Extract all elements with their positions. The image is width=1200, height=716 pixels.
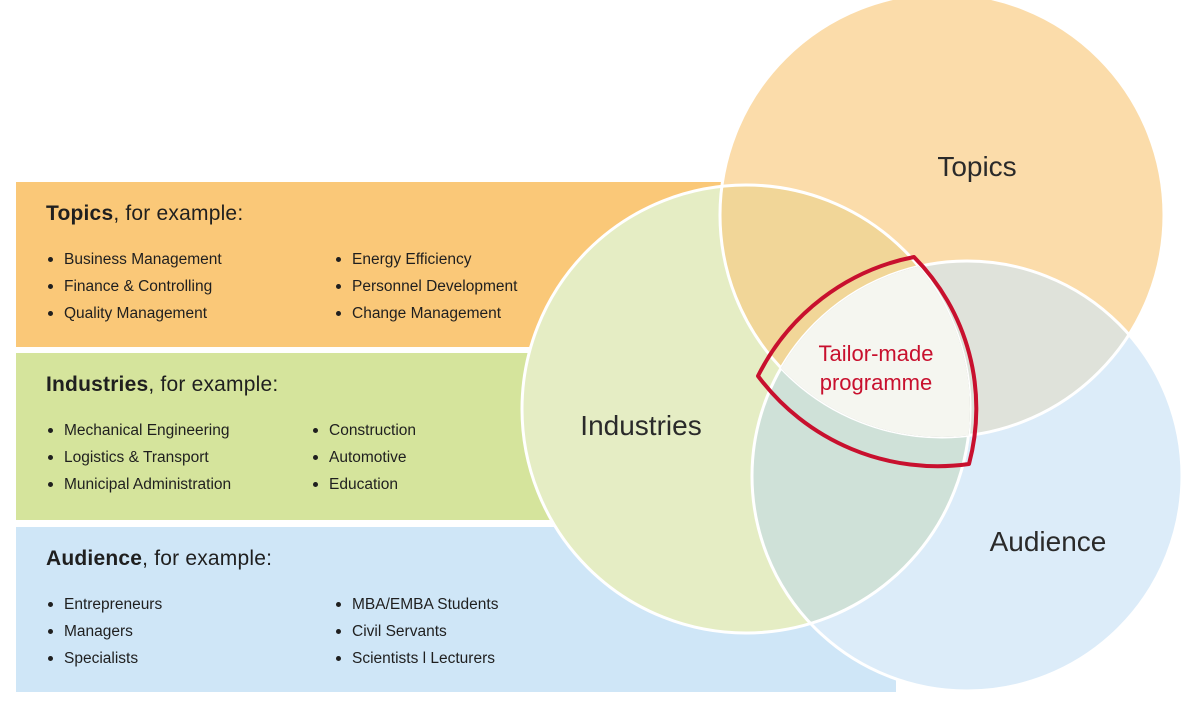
tailor-made-outline [756, 255, 979, 469]
topics-label: Topics [937, 151, 1016, 182]
list-item: Automotive [311, 444, 576, 471]
list-item: Civil Servants [334, 618, 622, 645]
audience-label: Audience [990, 526, 1107, 557]
audience-band-title: Audience, for example: [46, 547, 273, 570]
list-item: Quality Management [46, 300, 334, 327]
list-item: Education [311, 471, 576, 498]
list-item: Scientists l Lecturers [334, 645, 622, 672]
industries-list-col1: Mechanical Engineering Logistics & Trans… [46, 417, 311, 498]
industries-band: Industries, for example: Mechanical Engi… [16, 353, 576, 520]
center-label-line1: Tailor-made [819, 341, 934, 366]
list-item: MBA/EMBA Students [334, 591, 622, 618]
list-item: Managers [46, 618, 334, 645]
list-item: Finance & Controlling [46, 273, 334, 300]
list-item: Construction [311, 417, 576, 444]
topics-list-col1: Business Management Finance & Controllin… [46, 246, 334, 327]
list-item: Change Management [334, 300, 622, 327]
list-item: Specialists [46, 645, 334, 672]
audience-list-col1: Entrepreneurs Managers Specialists [46, 591, 334, 672]
list-item: Logistics & Transport [46, 444, 311, 471]
list-item: Municipal Administration [46, 471, 311, 498]
topics-list-col2: Energy Efficiency Personnel Development … [334, 246, 622, 327]
topics-band-title: Topics, for example: [46, 202, 244, 225]
list-item: Personnel Development [334, 273, 622, 300]
industries-list-col2: Construction Automotive Education [311, 417, 576, 498]
industries-band-title: Industries, for example: [46, 373, 279, 396]
list-item: Entrepreneurs [46, 591, 334, 618]
center-label-line2: programme [820, 370, 932, 395]
audience-list-col2: MBA/EMBA Students Civil Servants Scienti… [334, 591, 622, 672]
list-item: Business Management [46, 246, 334, 273]
list-item: Mechanical Engineering [46, 417, 311, 444]
list-item: Energy Efficiency [334, 246, 622, 273]
industries-label: Industries [580, 410, 701, 441]
